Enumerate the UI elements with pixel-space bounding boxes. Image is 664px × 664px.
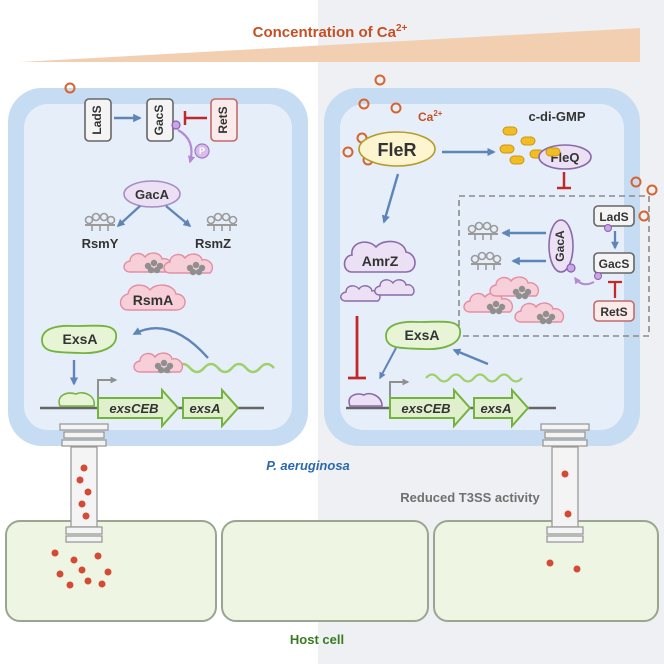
concentration-wedge	[20, 28, 640, 62]
right-fleq: FleQ	[538, 144, 592, 170]
left-phosphate: P	[194, 143, 210, 159]
reduced-t3ss-label: Reduced T3SS activity	[400, 490, 540, 505]
right-rets: RetS	[593, 300, 635, 322]
right-gacs: GacS	[593, 252, 635, 280]
left-exsa-bound	[58, 391, 95, 407]
svg-text:GacS: GacS	[152, 105, 166, 136]
right-amrz: AmrZ	[343, 240, 416, 273]
right-host-effectors	[546, 559, 581, 573]
left-rets: RetS	[210, 98, 238, 142]
left-rsma: RsmA	[119, 284, 186, 311]
right-gene-exsceb: exsCEB	[389, 387, 472, 429]
left-lads: LadS	[84, 98, 112, 142]
left-host-effectors	[51, 549, 112, 589]
left-gaca: GacA	[123, 180, 181, 208]
host-cell-middle	[221, 520, 429, 622]
host-cell-right	[433, 520, 659, 622]
right-bacterium	[324, 88, 640, 446]
left-rets-inhibition	[183, 111, 207, 125]
right-gene-exsa: exsA	[473, 387, 530, 429]
right-lads: LadS	[593, 205, 635, 232]
right-mrna	[425, 373, 523, 383]
species-label: P. aeruginosa	[266, 458, 350, 473]
left-gaca-to-rsmy-arrow	[116, 205, 141, 228]
left-gene-exsceb: exsCEB	[97, 387, 180, 429]
right-phosphotransfer-arrow	[574, 276, 595, 286]
right-exsa-protein: ExsA	[385, 320, 461, 350]
left-rsmy-label: RsmY	[82, 236, 119, 251]
svg-text:RetS: RetS	[216, 106, 230, 133]
svg-text:GacA: GacA	[553, 230, 567, 262]
svg-text:FleR: FleR	[377, 140, 416, 160]
right-fler: FleR	[358, 131, 436, 167]
left-gaca-to-rsmz-arrow	[165, 205, 192, 228]
host-cell-label: Host cell	[290, 632, 344, 647]
svg-text:exsA: exsA	[480, 401, 511, 416]
left-mrna-to-exsa-arrow	[132, 326, 209, 359]
right-gaca: GacA	[548, 219, 576, 273]
svg-text:GacA: GacA	[135, 187, 170, 202]
right-mrna-to-exsa-arrow	[452, 348, 489, 366]
svg-text:exsCEB: exsCEB	[401, 401, 450, 416]
left-promoter-arrow	[97, 376, 118, 398]
concentration-title: Concentration of Ca2+	[253, 23, 408, 41]
svg-text:LadS: LadS	[599, 210, 628, 224]
svg-text:exsA: exsA	[189, 401, 220, 416]
calcium-label: Ca2+	[418, 109, 443, 124]
left-mrna	[133, 352, 275, 374]
left-phosphotransfer-arrow	[177, 129, 196, 164]
right-gac-rsm-box	[458, 195, 650, 337]
right-amrz-inhibition	[348, 316, 366, 380]
right-amrz-bound	[348, 392, 383, 407]
right-rets-inhibition	[608, 280, 622, 298]
svg-text:GacS: GacS	[599, 257, 630, 271]
right-cdigmp-label: c-di-GMP	[528, 109, 585, 124]
right-promoter-arrow	[389, 378, 410, 398]
svg-text:ExsA: ExsA	[62, 331, 97, 347]
svg-text:ExsA: ExsA	[404, 327, 439, 343]
left-exsa-protein: ExsA	[41, 324, 117, 354]
svg-text:RsmA: RsmA	[133, 292, 173, 308]
left-rsmz-label: RsmZ	[195, 236, 231, 251]
right-fleq-inhibition	[557, 172, 571, 190]
left-injectisome	[59, 423, 109, 543]
right-fler-to-amrz-arrow	[381, 173, 400, 224]
left-gacs: GacS	[146, 98, 181, 142]
left-gene-exsa: exsA	[182, 387, 240, 429]
right-exsa-binding-arrow	[379, 347, 397, 380]
svg-text:LadS: LadS	[90, 105, 104, 134]
right-injectisome	[540, 423, 590, 543]
svg-text:RetS: RetS	[600, 305, 627, 319]
svg-text:exsCEB: exsCEB	[109, 401, 158, 416]
svg-text:P: P	[199, 146, 205, 156]
svg-text:AmrZ: AmrZ	[362, 253, 399, 269]
